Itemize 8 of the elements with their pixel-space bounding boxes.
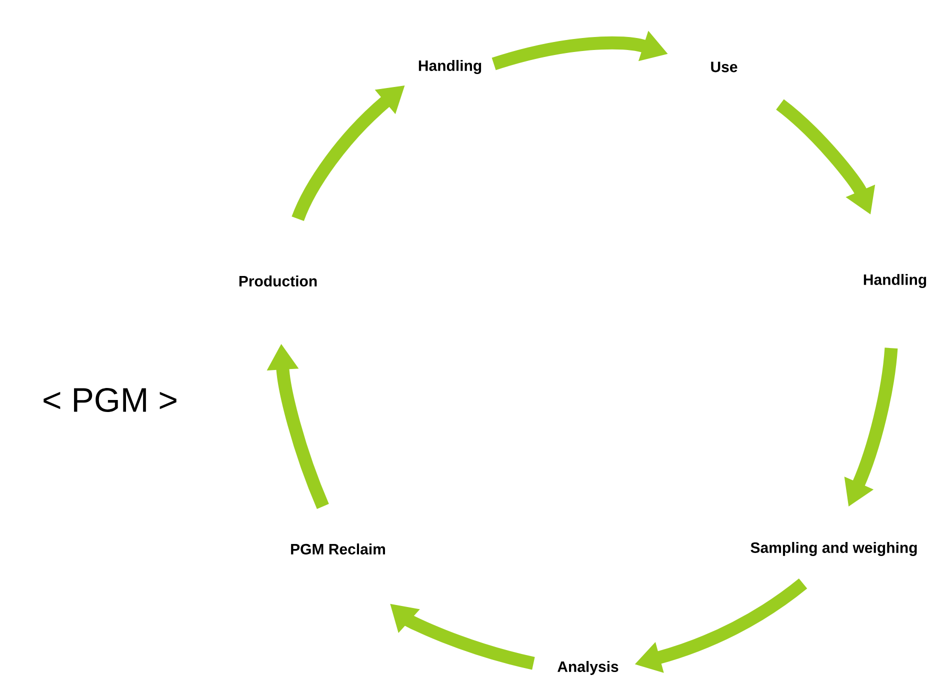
step-label: Production: [239, 275, 317, 286]
step-label: Handling: [418, 60, 482, 74]
step-label: Sampling and weighing: [750, 542, 917, 556]
step-label: Handling: [864, 274, 926, 288]
title-label: < PGM >: [44, 388, 176, 412]
step-label: Use: [711, 62, 738, 72]
step-label: Analysis: [558, 661, 618, 675]
step-label: PGM Reclaim: [291, 543, 385, 554]
